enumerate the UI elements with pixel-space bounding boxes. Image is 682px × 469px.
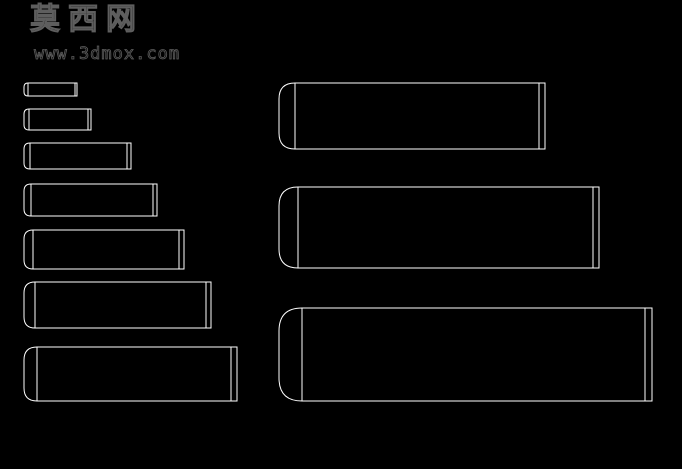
small-pin-outline: [23, 229, 185, 270]
small-pin-6: [23, 281, 212, 329]
watermark-brand: 莫西网: [30, 2, 144, 38]
large-pin-outline: [278, 186, 600, 269]
large-pin-outline: [278, 307, 653, 402]
large-pin-2: [278, 186, 600, 269]
small-pin-outline: [23, 82, 78, 97]
small-pin-3: [23, 142, 132, 170]
small-pin-outline: [23, 183, 158, 217]
large-pin-3: [278, 307, 653, 402]
large-pin-1: [278, 82, 546, 150]
large-pin-outline: [278, 82, 546, 150]
small-pin-5: [23, 229, 185, 270]
small-pin-2: [23, 108, 92, 131]
small-pin-4: [23, 183, 158, 217]
small-pin-7: [23, 346, 238, 402]
small-pin-1: [23, 82, 78, 97]
small-pin-outline: [23, 346, 238, 402]
watermark-url: www.3dmox.com: [34, 44, 181, 65]
small-pin-outline: [23, 281, 212, 329]
small-pin-outline: [23, 108, 92, 131]
small-pin-outline: [23, 142, 132, 170]
